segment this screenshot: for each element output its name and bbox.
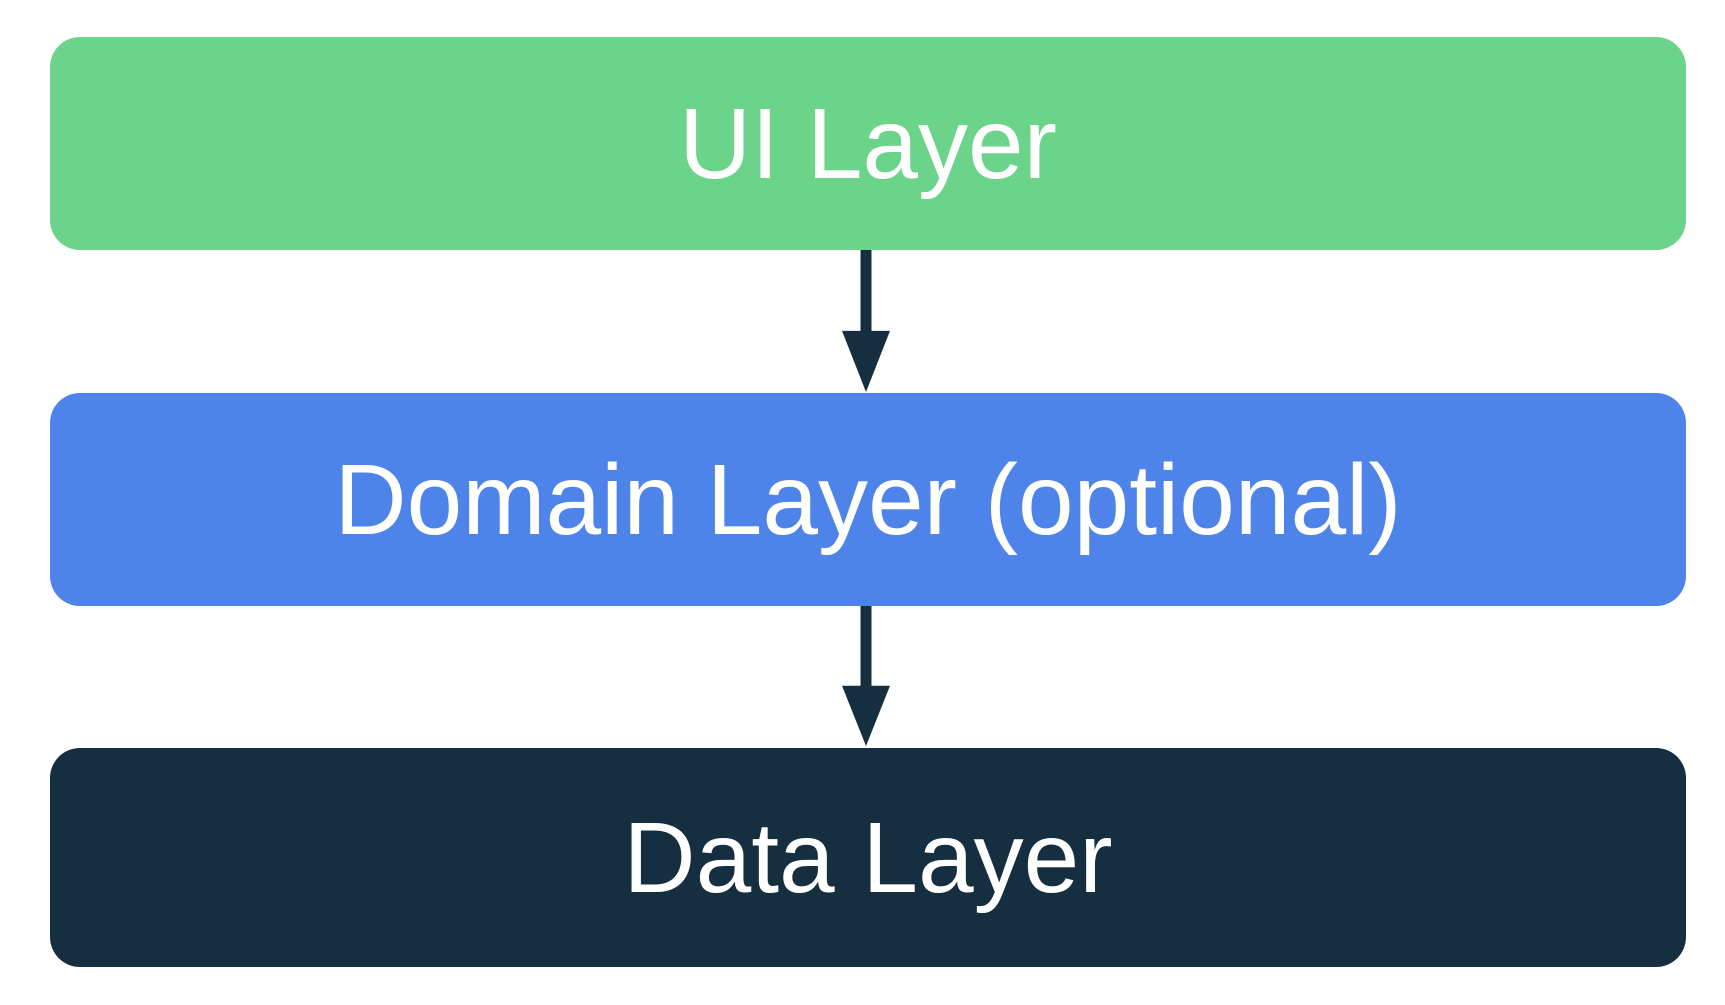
data-layer-box: Data Layer: [50, 748, 1686, 967]
domain-layer-box: Domain Layer (optional): [50, 393, 1686, 606]
ui-layer-label: UI Layer: [679, 87, 1057, 200]
ui-layer-box: UI Layer: [50, 37, 1686, 250]
down-arrow-icon-ui-to-domain: [842, 250, 890, 392]
domain-layer-label: Domain Layer (optional): [334, 443, 1402, 556]
down-arrow-icon-domain-to-data: [842, 606, 890, 746]
data-layer-label: Data Layer: [623, 801, 1113, 914]
